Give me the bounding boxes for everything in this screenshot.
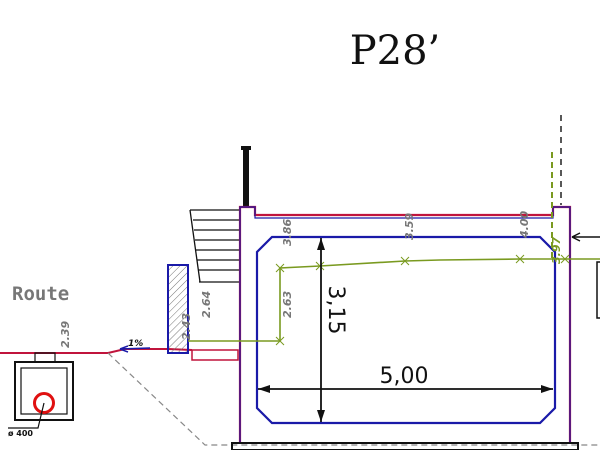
elevation-label-1: 2.39 [59, 321, 72, 348]
manhole-box-inner [20, 367, 68, 415]
pipe-circle [33, 392, 55, 414]
pole [243, 148, 249, 208]
pole-cap [241, 146, 251, 150]
profile-green-line [188, 258, 600, 342]
elevation-label-6: 3.59 [403, 213, 416, 240]
ledge-red [191, 349, 239, 361]
manhole-cover [34, 352, 56, 363]
pipe-leader-line [8, 402, 45, 429]
width-dimension-label: 5,00 [380, 364, 429, 389]
elevation-label-3: 2.64 [200, 291, 213, 318]
ground-dashed-line [107, 352, 600, 446]
culvert-outer-blue [239, 206, 571, 443]
width-dimension-line [258, 385, 553, 393]
elevation-label-4: 2.63 [281, 291, 294, 318]
elevation-label-5: 3.86 [281, 219, 294, 246]
height-dimension-label: 3,15 [323, 286, 348, 335]
hatched-wall [167, 264, 189, 354]
road-surface-line [0, 348, 193, 354]
right-box [596, 261, 600, 319]
culvert-base [231, 442, 579, 450]
drawing-title: P28’ [350, 28, 441, 74]
slope-arrow [119, 345, 151, 353]
right-arrow [571, 232, 600, 242]
route-label: Route [12, 283, 69, 305]
pipe-label: ø 400 [8, 429, 33, 438]
elevation-label-2: 2.43 [180, 313, 193, 340]
height-dimension-line [317, 238, 325, 422]
culvert-inner-blue [255, 235, 557, 425]
slope-label: 1% [128, 339, 143, 349]
elevation-label-7: 4.00 [518, 211, 531, 239]
elevation-label-8: 3.97 [550, 237, 563, 264]
stair-platform [189, 209, 240, 283]
profile-ticks [275, 254, 570, 346]
